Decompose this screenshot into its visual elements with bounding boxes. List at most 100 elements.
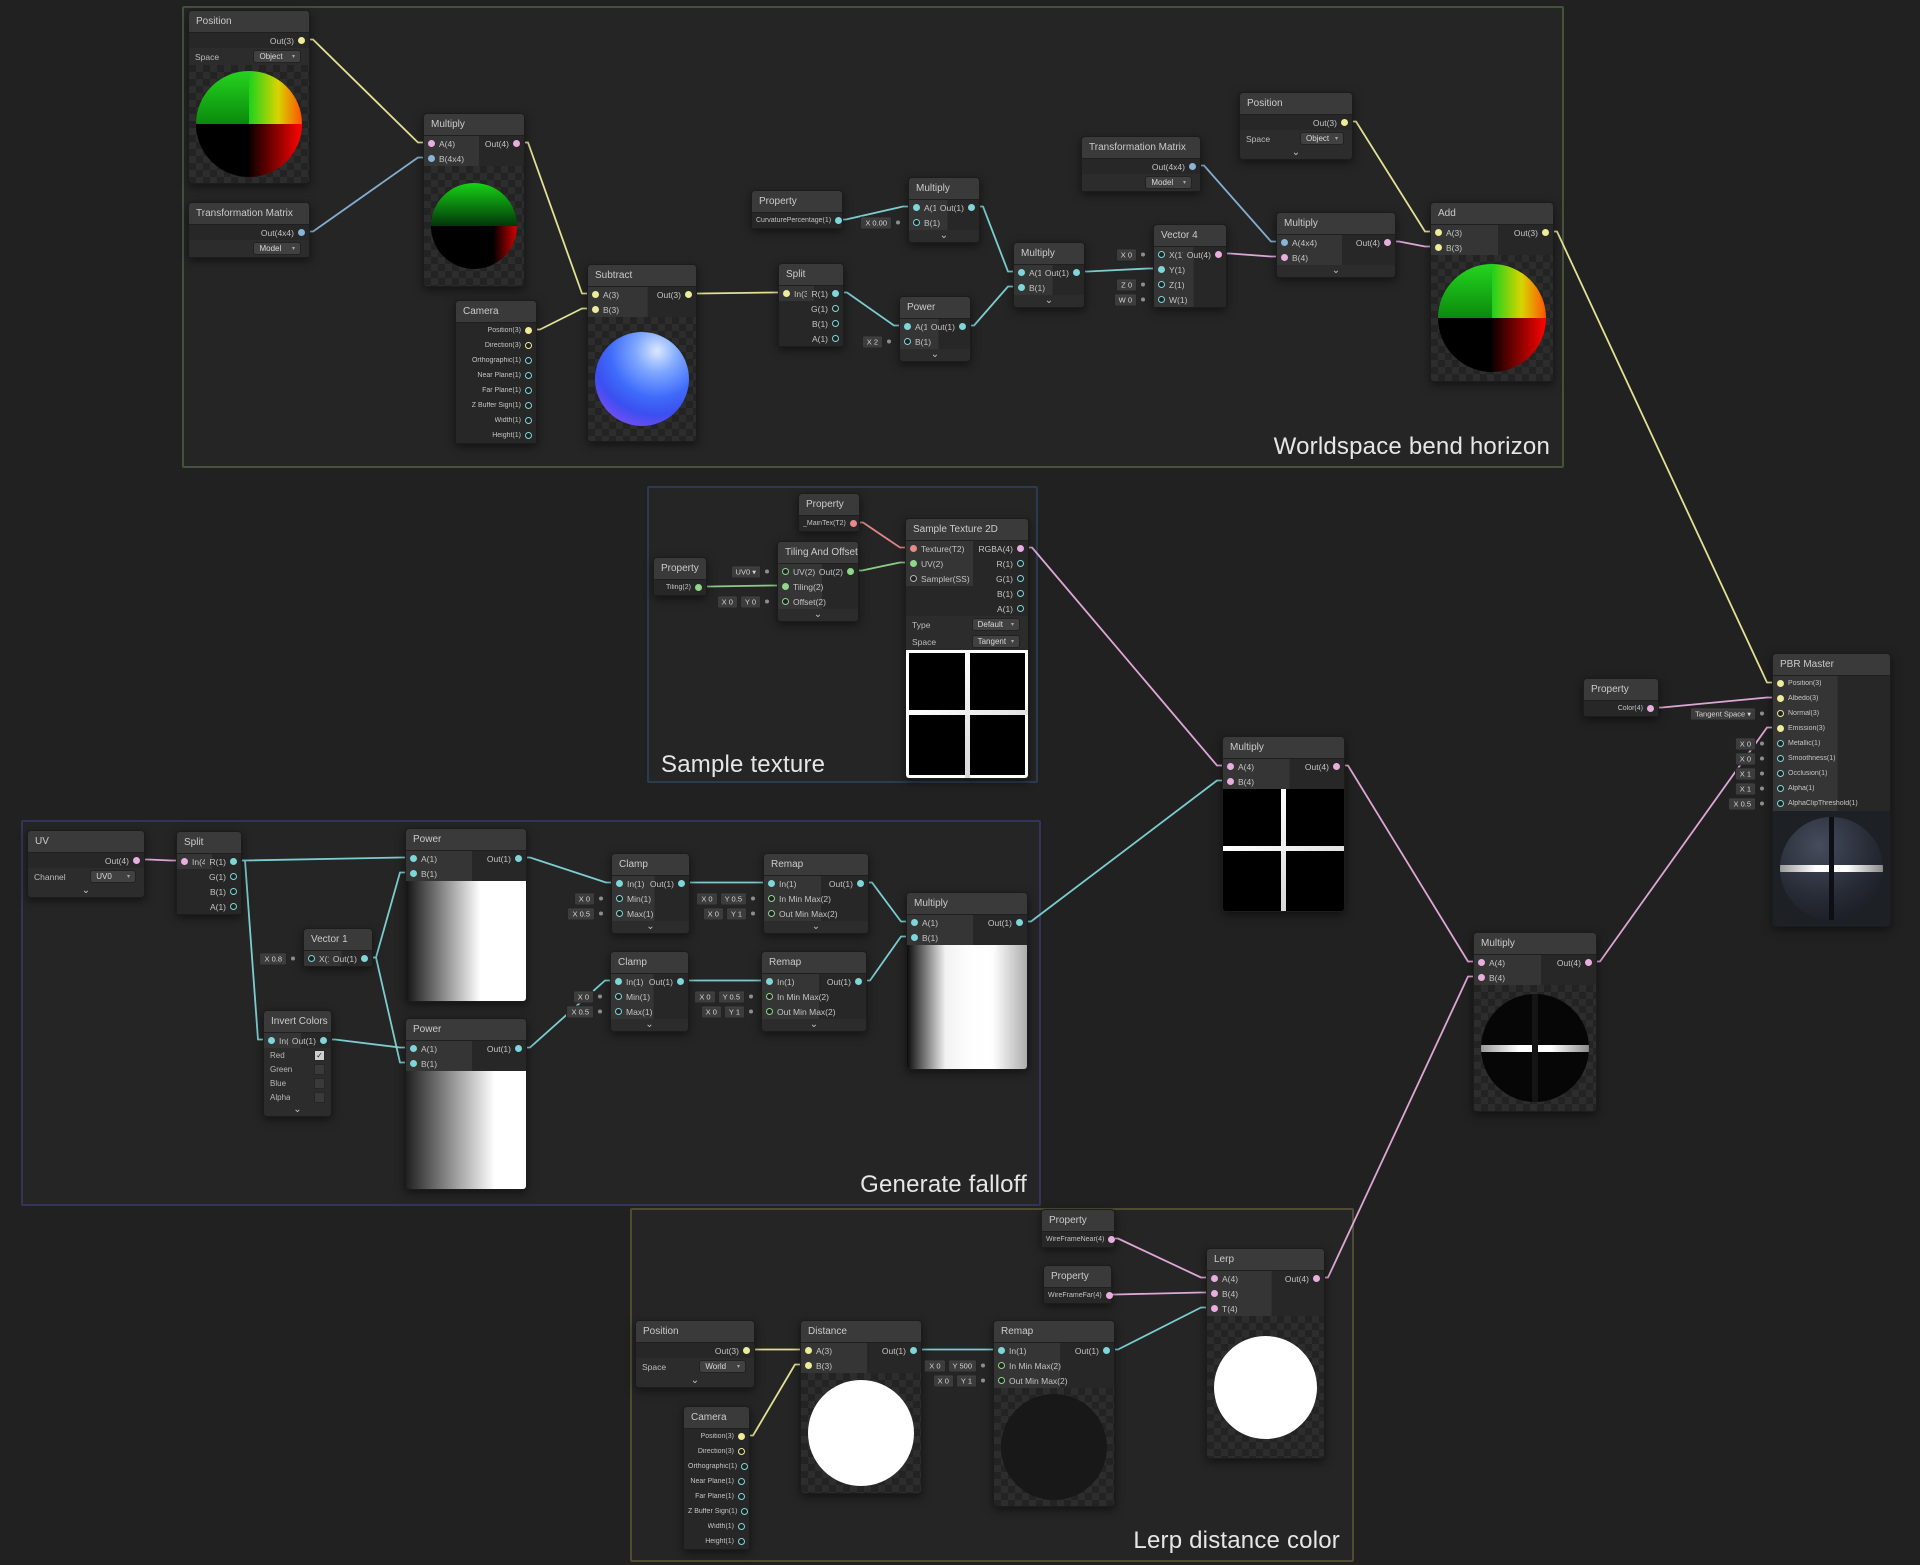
dropdown-select[interactable]: World▾ bbox=[699, 1360, 746, 1373]
port-texture-t2-[interactable] bbox=[910, 545, 917, 552]
dropdown-select[interactable]: Tangent▾ bbox=[971, 635, 1020, 648]
value-field[interactable]: Y 0.5 bbox=[719, 892, 747, 905]
wire[interactable] bbox=[1544, 230, 1780, 684]
port-max-1-[interactable] bbox=[615, 1008, 622, 1015]
wire[interactable] bbox=[1105, 1306, 1214, 1351]
port-in-4-[interactable] bbox=[181, 858, 188, 865]
port-w-1-[interactable] bbox=[1158, 296, 1165, 303]
port-out-4x4-[interactable] bbox=[1189, 163, 1196, 170]
node-property-maintex[interactable]: Property_MainTex(T2) bbox=[798, 493, 860, 532]
port-in-1-[interactable] bbox=[268, 1037, 275, 1044]
value-field[interactable]: X 1 bbox=[1734, 782, 1756, 795]
port-z-1-[interactable] bbox=[1158, 281, 1165, 288]
port-a-1-[interactable] bbox=[1018, 269, 1025, 276]
value-field[interactable]: X 0.5 bbox=[567, 907, 595, 920]
collapse-chevron-icon[interactable]: ⌄ bbox=[900, 349, 970, 361]
port-position-3-[interactable] bbox=[525, 327, 532, 334]
port-direction-3-[interactable] bbox=[738, 1448, 745, 1455]
port-dropdown[interactable]: UV0 ▾ bbox=[730, 565, 761, 578]
value-field[interactable]: X 2 bbox=[861, 335, 883, 348]
port-b-3-[interactable] bbox=[1435, 244, 1442, 251]
port-b-4-[interactable] bbox=[1281, 254, 1288, 261]
port-out-1-[interactable] bbox=[320, 1037, 327, 1044]
port-curvaturepercentage-1-[interactable] bbox=[835, 217, 843, 224]
wire[interactable] bbox=[1018, 779, 1230, 923]
port-in-1-[interactable] bbox=[616, 880, 623, 887]
port-out-4-[interactable] bbox=[1313, 1275, 1320, 1282]
port-min-1-[interactable] bbox=[615, 993, 622, 1000]
wire[interactable] bbox=[1649, 696, 1780, 709]
port-near-plane-1-[interactable] bbox=[525, 372, 532, 379]
wire[interactable] bbox=[322, 1038, 413, 1049]
node-invert-colors[interactable]: Invert ColorsIn(1)Out(1)Red✓GreenBlueAlp… bbox=[263, 1010, 332, 1117]
port-uv-2-[interactable] bbox=[782, 568, 789, 575]
collapse-chevron-icon[interactable]: ⌄ bbox=[909, 230, 979, 242]
port-normal-3-[interactable] bbox=[1777, 710, 1784, 717]
port-a-4-[interactable] bbox=[1227, 763, 1234, 770]
port-a-1-[interactable] bbox=[1017, 605, 1024, 612]
port--maintex-t2-[interactable] bbox=[849, 520, 857, 527]
value-field[interactable]: W 0 bbox=[1113, 293, 1137, 306]
port-out-1-[interactable] bbox=[1103, 1347, 1110, 1354]
port-out-1-[interactable] bbox=[968, 204, 975, 211]
port-in-3-[interactable] bbox=[783, 290, 790, 297]
port-b-1-[interactable] bbox=[1017, 590, 1024, 597]
port-out-3-[interactable] bbox=[1341, 119, 1348, 126]
port-orthographic-1-[interactable] bbox=[741, 1463, 749, 1470]
port-alphaclipthreshold-1-[interactable] bbox=[1777, 800, 1784, 807]
port-out-min-max-2-[interactable] bbox=[766, 1008, 773, 1015]
port-max-1-[interactable] bbox=[616, 910, 623, 917]
collapse-chevron-icon[interactable]: ⌄ bbox=[28, 885, 144, 897]
port-out-3-[interactable] bbox=[298, 37, 305, 44]
port-b-3-[interactable] bbox=[805, 1362, 812, 1369]
port-a-4-[interactable] bbox=[1478, 959, 1485, 966]
wire[interactable] bbox=[834, 291, 907, 327]
port-out-1-[interactable] bbox=[515, 855, 522, 862]
wire[interactable] bbox=[300, 156, 431, 233]
value-field[interactable]: X 0 bbox=[700, 1005, 722, 1018]
port-in-min-max-2-[interactable] bbox=[998, 1362, 1005, 1369]
port-z-buffer-sign-1-[interactable] bbox=[741, 1508, 749, 1515]
port-b-1-[interactable] bbox=[832, 320, 839, 327]
port-a-1-[interactable] bbox=[410, 855, 417, 862]
wire[interactable] bbox=[1217, 252, 1284, 258]
value-field[interactable]: X 0.5 bbox=[566, 1005, 594, 1018]
checkbox[interactable] bbox=[314, 1077, 325, 1089]
wire[interactable] bbox=[1019, 546, 1230, 767]
port-a-1-[interactable] bbox=[230, 903, 237, 910]
collapse-chevron-icon[interactable]: ⌄ bbox=[764, 921, 868, 933]
value-field[interactable]: X 0 bbox=[1734, 752, 1756, 765]
port-uv-2-[interactable] bbox=[910, 560, 917, 567]
port-tiling-2-[interactable] bbox=[782, 583, 789, 590]
wire[interactable] bbox=[1315, 975, 1481, 1279]
port-out-1-[interactable] bbox=[1073, 269, 1080, 276]
port-a-4x4-[interactable] bbox=[1281, 239, 1288, 246]
port-wireframenear-4-[interactable] bbox=[1108, 1236, 1116, 1243]
port-width-1-[interactable] bbox=[525, 417, 532, 424]
collapse-chevron-icon[interactable]: ⌄ bbox=[612, 921, 689, 933]
value-field[interactable]: Y 1 bbox=[725, 907, 747, 920]
wire[interactable] bbox=[1335, 764, 1481, 963]
port-out-1-[interactable] bbox=[910, 1347, 917, 1354]
port-b-1-[interactable] bbox=[904, 338, 911, 345]
port-out-min-max-2-[interactable] bbox=[768, 910, 775, 917]
port-g-1-[interactable] bbox=[230, 873, 237, 880]
value-field[interactable]: X 0.5 bbox=[1728, 797, 1756, 810]
port-out-2-[interactable] bbox=[847, 568, 854, 575]
